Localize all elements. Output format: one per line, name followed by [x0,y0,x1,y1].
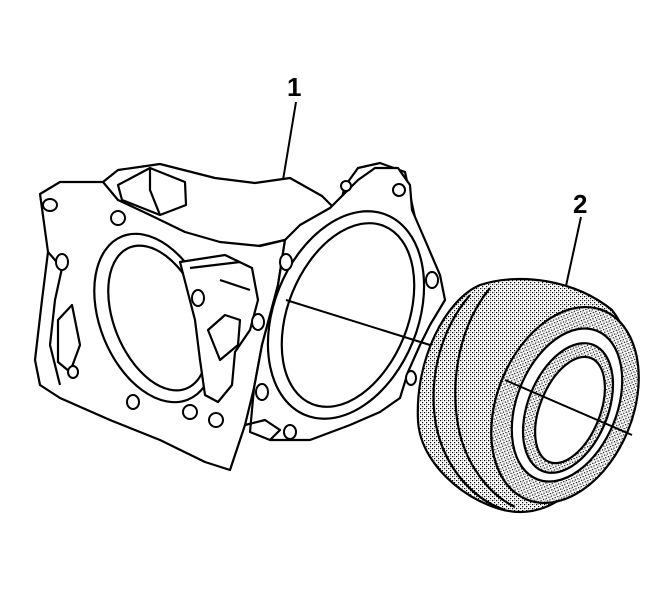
centerline [285,299,633,436]
leader-line-1 [282,101,297,181]
leader-line-2 [565,216,582,287]
callout-1-label: 1 [287,72,302,102]
bolt-holes [42,180,439,440]
seal-ring [416,277,640,514]
callout-2-label: 2 [573,189,588,219]
housing [33,161,447,472]
